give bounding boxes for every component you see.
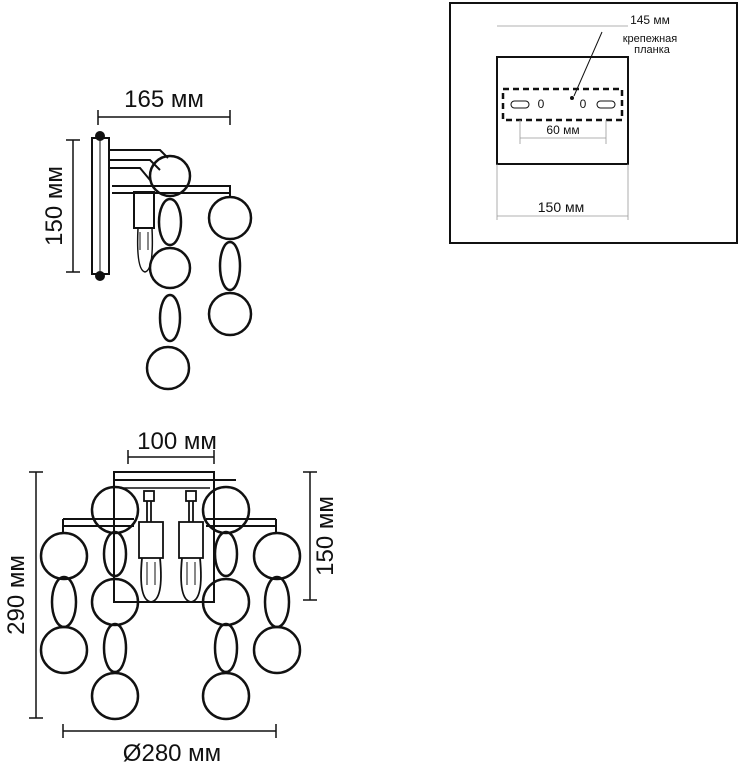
plate-width-label: 145 мм <box>630 13 670 27</box>
bracket-leader-line <box>573 31 603 97</box>
side-lamp-holder <box>133 191 155 229</box>
front-view <box>29 450 317 738</box>
bracket-label-line1: крепежная <box>623 33 678 45</box>
side-ring-chain-right <box>207 195 253 337</box>
side-ring-chain-left <box>145 154 192 391</box>
right-slot <box>596 100 616 109</box>
side-height-label: 150 мм <box>41 166 68 246</box>
side-view <box>66 110 253 391</box>
bracket-label-line2: планка <box>634 44 671 56</box>
front-ring-chain-1 <box>39 531 89 675</box>
total-height-label: 290 мм <box>3 555 30 635</box>
diameter-label: Ø280 мм <box>123 740 221 767</box>
base-width-label: 150 мм <box>538 199 585 215</box>
center-hole <box>570 96 574 100</box>
left-slot <box>510 100 530 109</box>
hole-marker-left: 0 <box>538 97 545 111</box>
side-width-label: 165 мм <box>124 86 204 113</box>
front-ring-chain-4 <box>252 531 302 675</box>
base-plate <box>496 56 629 165</box>
side-lower-arm <box>112 185 231 196</box>
hole-spacing-label: 60 мм <box>546 123 579 137</box>
front-backplate <box>113 471 215 603</box>
front-lamp-left <box>138 490 164 603</box>
front-ring-chain-2 <box>90 485 140 721</box>
front-lamp-right <box>178 490 204 603</box>
side-upper-arm <box>109 149 169 159</box>
body-height-label: 150 мм <box>312 496 339 576</box>
mounting-plate-box <box>449 2 738 244</box>
hole-marker-right: 0 <box>580 97 587 111</box>
side-bulb <box>136 227 154 273</box>
backplate-width-label: 100 мм <box>137 428 217 455</box>
mounting-bracket <box>501 87 624 122</box>
mounting-frame <box>449 2 738 244</box>
front-ring-chain-3 <box>201 485 251 721</box>
